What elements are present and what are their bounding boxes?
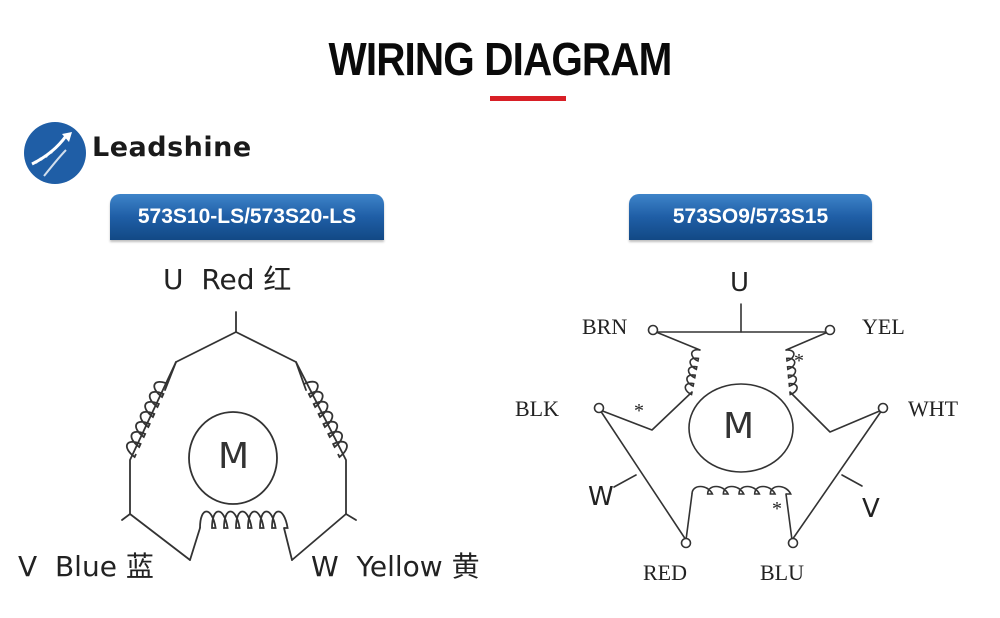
wire-label-red: RED — [643, 560, 687, 585]
terminal-blk — [593, 402, 605, 414]
left-coil-uw — [303, 380, 348, 459]
right-motor-circle — [688, 383, 794, 473]
brand-logo: Leadshine — [22, 120, 282, 188]
left-motor-circle — [188, 411, 278, 505]
left-terminal-u: U Red 红 — [163, 258, 291, 298]
right-motor-label: M — [723, 406, 755, 447]
right-coil-brn — [684, 348, 701, 396]
wire-label-brn: BRN — [582, 314, 628, 339]
left-w-color: Yellow — [356, 550, 443, 583]
right-phase-w: W — [588, 482, 614, 512]
left-u-color: Red — [201, 263, 255, 296]
right-coil-bottom — [691, 485, 792, 495]
wire-label-blu: BLU — [760, 560, 804, 585]
terminal-wht — [877, 402, 889, 414]
leadshine-logo-icon — [24, 122, 86, 184]
left-terminal-w: W Yellow 黄 — [311, 545, 480, 585]
left-v-color: Blue — [54, 550, 117, 583]
brand-name: Leadshine — [92, 132, 252, 163]
left-model-badge: 573S10-LS/573S20-LS — [110, 194, 384, 240]
terminal-brn — [647, 324, 659, 336]
right-coil-yel — [785, 349, 798, 396]
left-terminal-v: V Blue 蓝 — [18, 545, 154, 585]
left-w-cn: 黄 — [451, 550, 480, 583]
wire-label-yel: YEL — [862, 314, 905, 339]
left-motor-label: M — [218, 436, 250, 477]
right-model-badge: 573SO9/573S15 — [629, 194, 872, 240]
terminal-yel — [824, 324, 836, 336]
left-w-letter: W — [311, 550, 339, 583]
wire-label-wht: WHT — [908, 396, 959, 421]
polarity-mark-blk: * — [634, 400, 644, 422]
polarity-mark-yel: * — [794, 350, 804, 372]
left-v-cn: 蓝 — [125, 550, 154, 583]
left-coil-uv — [125, 380, 169, 459]
terminal-red — [680, 537, 692, 549]
page-title: WIRING DIAGRAM — [328, 33, 673, 85]
polarity-mark-blu: * — [772, 498, 782, 520]
left-u-cn: 红 — [263, 263, 292, 296]
right-phase-v: V — [862, 494, 880, 524]
left-coil-vw — [199, 510, 289, 529]
wire-label-blk: BLK — [515, 396, 559, 421]
left-v-letter: V — [18, 550, 38, 583]
right-phase-u: U — [730, 268, 750, 298]
title-underline — [490, 96, 566, 101]
terminal-blu — [787, 537, 799, 549]
left-u-letter: U — [163, 263, 184, 296]
